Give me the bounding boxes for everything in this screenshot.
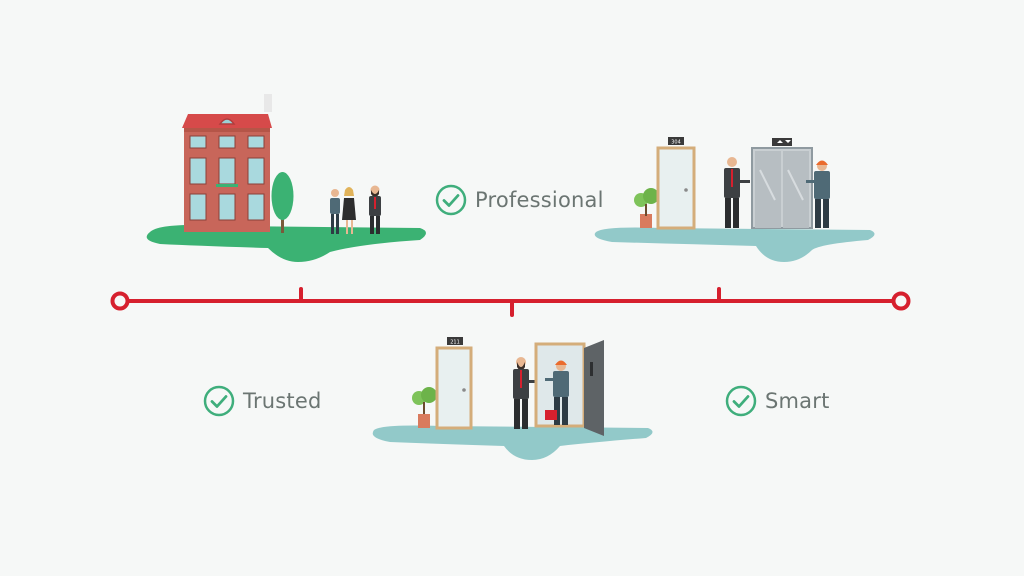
floor-platform-bottom [372,425,653,460]
label-text: Trusted [243,389,322,413]
technician [806,160,830,228]
grass-platform [146,224,426,262]
floor-platform [594,227,875,262]
check-circle-icon [203,385,235,417]
door-plate-number-bottom: 211 [450,340,460,346]
door-plate-number: 304 [671,140,681,146]
service-scene: 211 [372,337,653,460]
tree-icon [271,172,294,233]
label-professional: Professional [435,184,604,216]
apartment-door-bottom [435,346,473,430]
potted-plant-icon [634,188,659,228]
potted-plant-icon-bottom [412,387,437,428]
check-circle-icon [725,385,757,417]
label-trusted: Trusted [203,385,322,417]
timeline-end-node [891,291,911,311]
technician-bottom [545,360,569,425]
open-door [534,340,604,436]
apartment-door [656,146,696,230]
roof-window [218,118,236,125]
building-windows [189,135,265,221]
label-text: Professional [475,188,604,212]
elevator [751,138,813,229]
business-man-bottom [513,357,539,429]
check-circle-icon [435,184,467,216]
label-text: Smart [765,389,830,413]
timeline-start-node [110,291,130,311]
people-group [330,185,381,234]
chimney [264,94,272,112]
toolbox-icon [545,410,557,420]
timeline [110,287,911,317]
business-man [724,157,750,228]
building-scene [146,94,426,262]
door-plate [668,137,684,145]
label-smart: Smart [725,385,830,417]
elevator-scene: 304 [594,137,875,262]
